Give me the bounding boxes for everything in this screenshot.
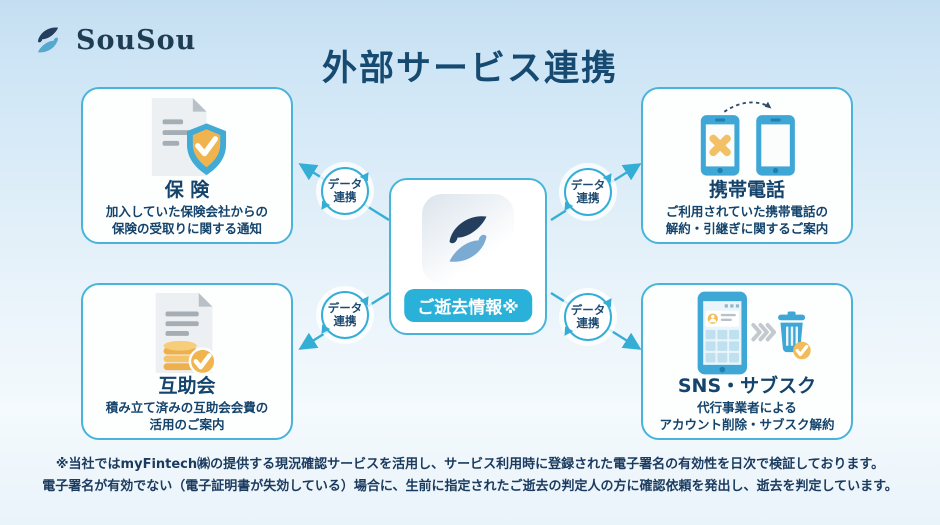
data-link-badge: データ 連携 (317, 291, 373, 339)
card-title: 携帯電話 (708, 179, 785, 201)
card-description-line: 代行事業者による (697, 399, 797, 415)
footnote: ※当社ではmyFintech㈱の提供する現況確認サービスを活用し、サービス利用時… (0, 454, 940, 498)
card-description-line: 解約・引継ぎに関するご案内 (665, 220, 829, 236)
card-description: 代行事業者による アカウント削除・サブスク解約 (659, 400, 834, 434)
document-shield-check-icon (128, 95, 246, 179)
page-title: 外部サービス連携 (321, 49, 619, 89)
footnote-line: 電子署名が有効でない（電子証明書が失効している）場合に、生前に指定されたご逝去の… (42, 479, 898, 495)
card-sns-subscription: SNS・サブスク 代行事業者による アカウント削除・サブスク解約 (641, 283, 853, 440)
card-title: 保 険 (164, 179, 210, 201)
card-description: 積み立て済みの互助会会費の 活用のご案内 (106, 400, 269, 434)
cycle-arrow-icon (359, 296, 373, 308)
card-description-line: 加入していた保険会社からの (105, 203, 269, 219)
document-coins-check-icon (128, 291, 246, 375)
data-link-badge: データ 連携 (560, 293, 616, 341)
card-mobile-phone: 携帯電話 ご利用されていた携帯電話の 解約・引継ぎに関するご案内 (641, 87, 853, 244)
card-description-line: アカウント削除・サブスク解約 (659, 416, 835, 432)
data-link-label: データ (327, 176, 363, 191)
data-link-label: 連携 (576, 191, 600, 205)
sousou-hands-icon (449, 216, 487, 262)
cycle-arrow-icon (602, 298, 616, 310)
phone-transfer-icon (683, 95, 811, 179)
data-link-label: 連携 (576, 316, 600, 330)
footnote-line: ※当社ではmyFintech㈱の提供する現況確認サービスを活用し、サービス利用時… (55, 457, 885, 472)
data-link-badge: データ 連携 (560, 168, 616, 216)
data-link-label: 連携 (333, 190, 357, 204)
data-link-badge: データ 連携 (317, 167, 373, 215)
data-link-label: データ (570, 177, 606, 192)
cycle-arrow-icon (359, 172, 373, 184)
card-description-line: 積み立て済みの互助会会費の (105, 399, 269, 415)
cycle-arrow-icon (317, 322, 331, 334)
card-description: 加入していた保険会社からの 保険の受取りに関する通知 (106, 204, 268, 238)
card-description-line: 活用のご案内 (149, 416, 225, 432)
sousou-app-icon (422, 194, 514, 284)
center-death-info-card: ご逝去情報※ (389, 178, 547, 335)
brand-logo: SouSou (28, 22, 196, 58)
phone-trash-check-icon (679, 291, 815, 375)
card-description: ご利用されていた携帯電話の 解約・引継ぎに関するご案内 (666, 204, 829, 238)
cycle-arrow-icon (602, 173, 616, 185)
card-description-line: ご利用されていた携帯電話の (665, 203, 829, 219)
brand-name: SouSou (76, 24, 197, 56)
cycle-arrow-icon (560, 199, 574, 211)
cycle-arrow-icon (317, 198, 331, 210)
card-title: SNS・サブスク (677, 375, 817, 397)
card-title: 互助会 (158, 375, 216, 397)
cycle-arrow-icon (560, 324, 574, 336)
card-description-line: 保険の受取りに関する通知 (111, 220, 262, 236)
death-info-badge: ご逝去情報※ (404, 289, 532, 322)
data-link-label: 連携 (333, 314, 357, 328)
data-link-label: データ (327, 300, 363, 315)
card-insurance: 保 険 加入していた保険会社からの 保険の受取りに関する通知 (81, 87, 293, 244)
card-mutual-aid: 互助会 積み立て済みの互助会会費の 活用のご案内 (81, 283, 293, 440)
data-link-label: データ (570, 302, 606, 317)
sousou-hands-icon (37, 27, 59, 53)
